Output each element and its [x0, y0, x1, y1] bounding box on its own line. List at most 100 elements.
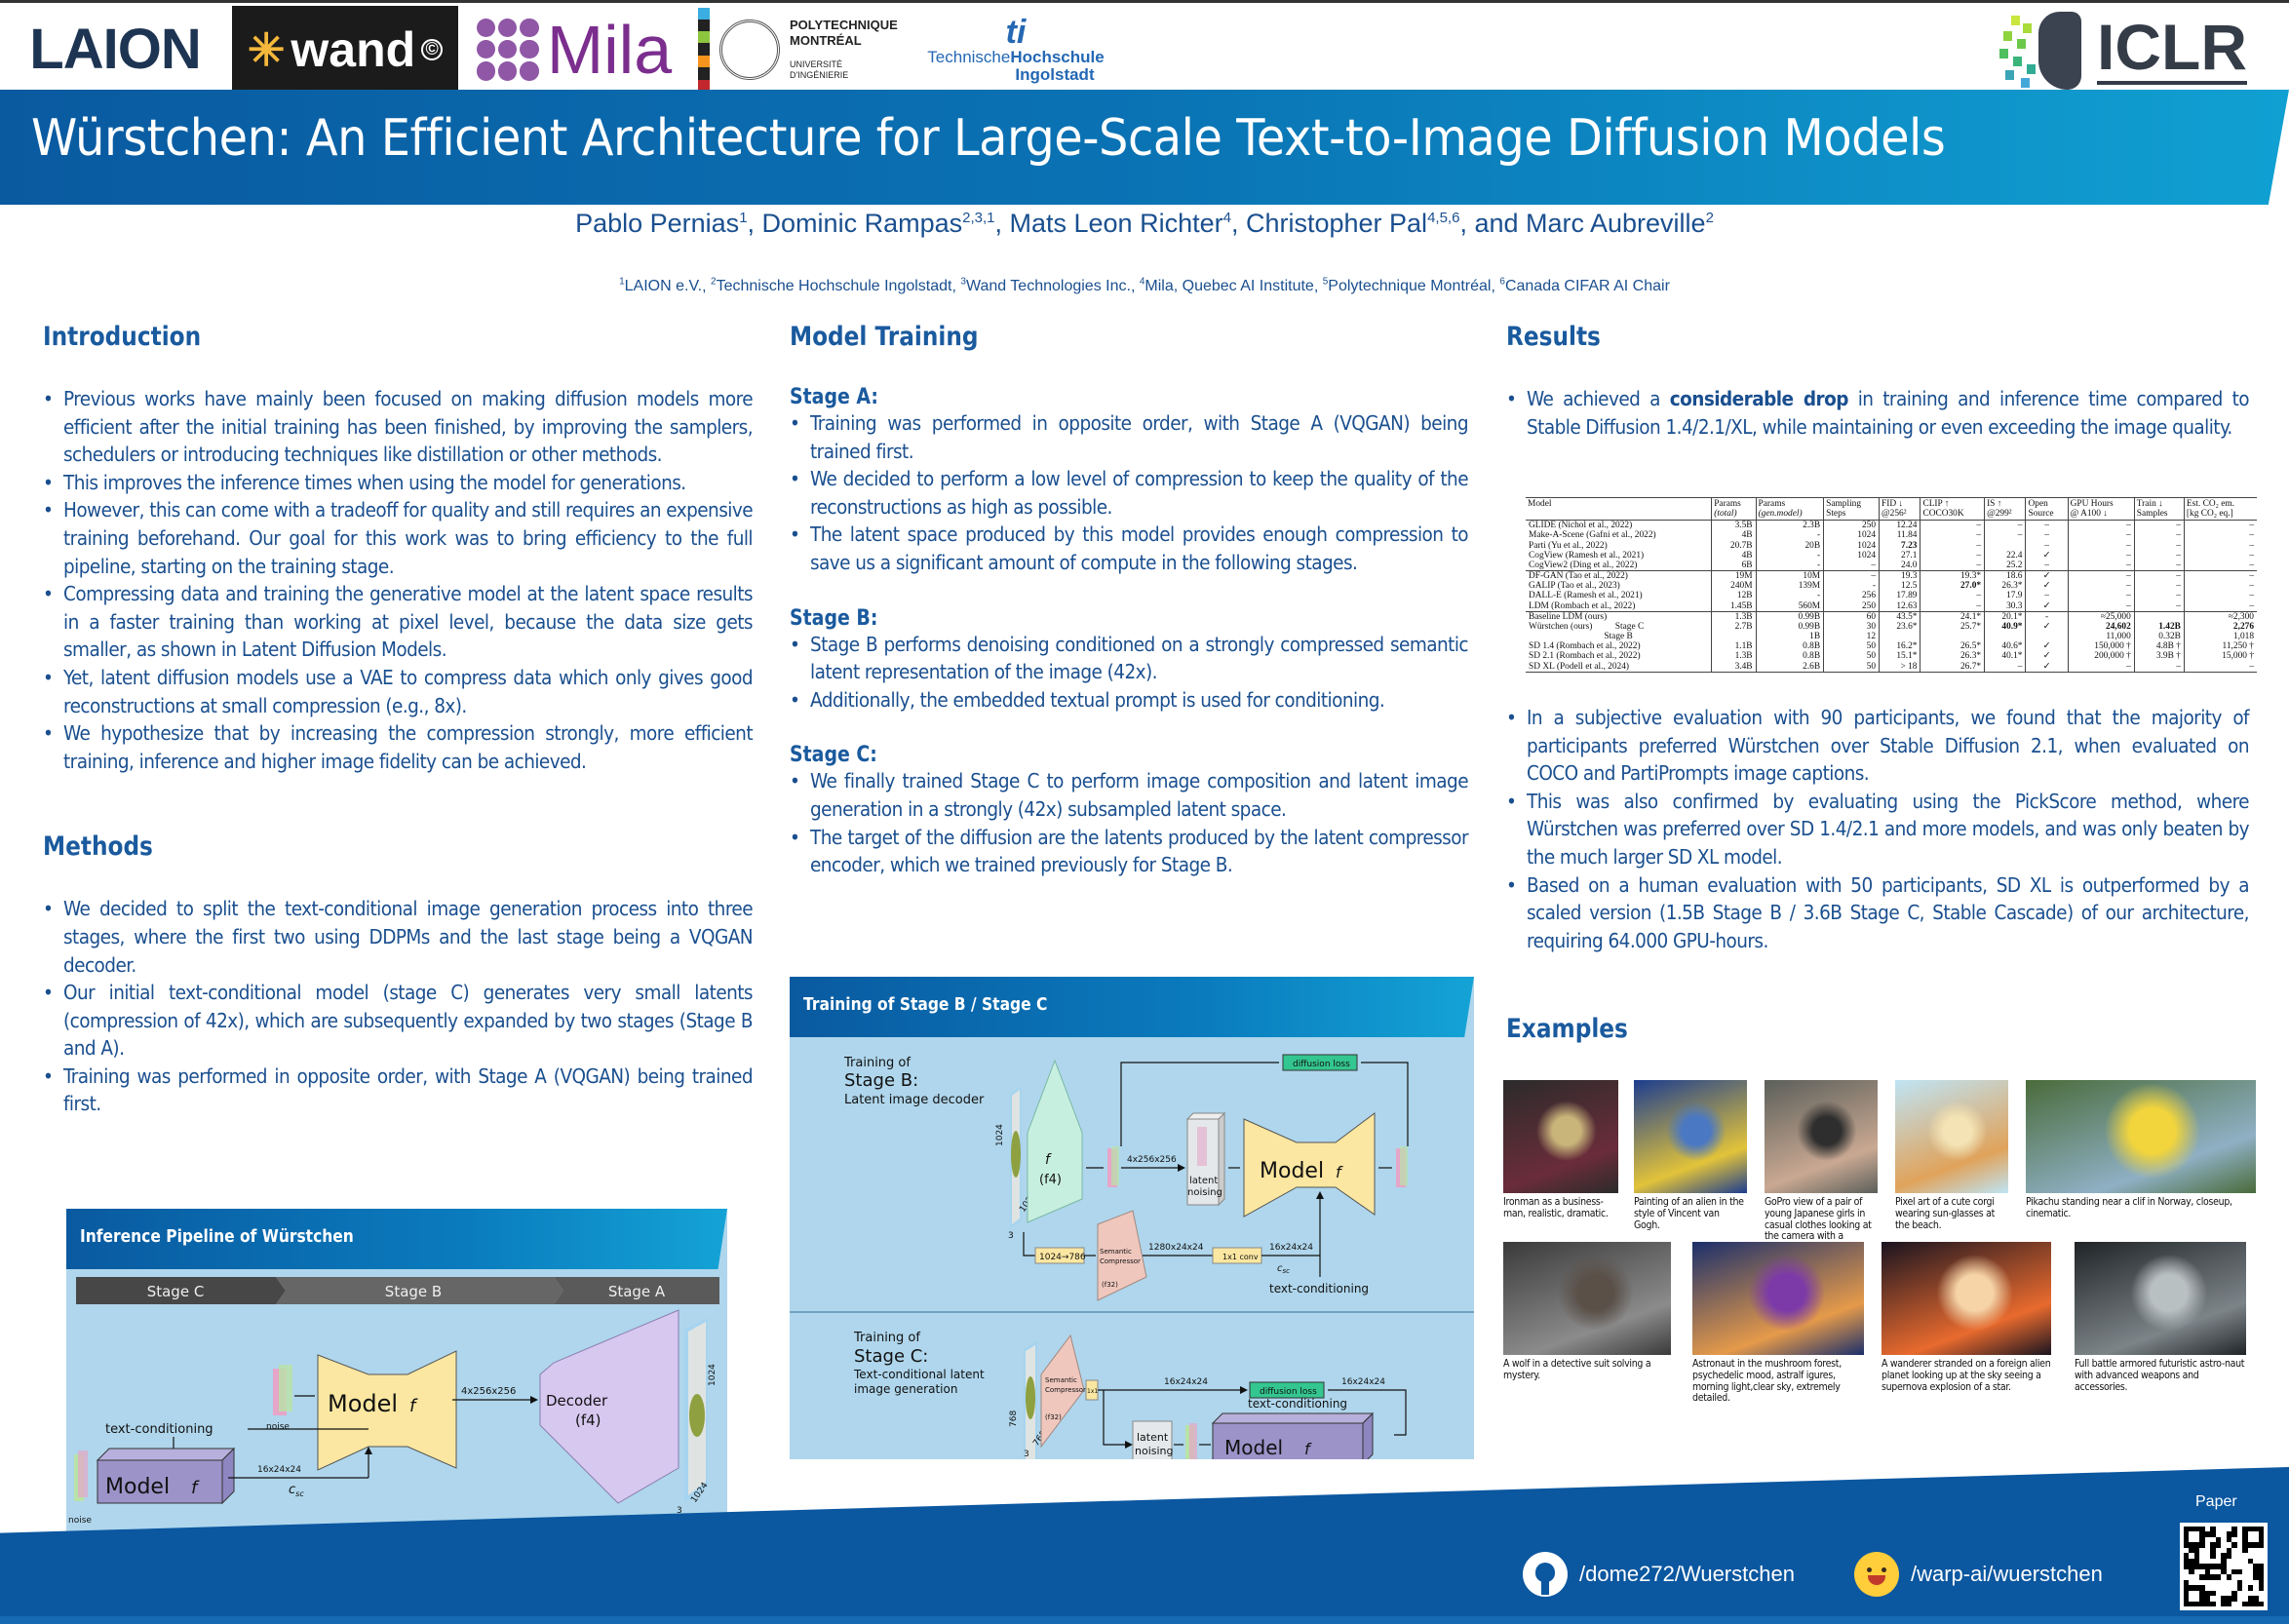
svg-text:Training of: Training of [853, 1331, 920, 1345]
svg-text:(f32): (f32) [1102, 1281, 1118, 1289]
svg-text:latent: latent [1189, 1176, 1218, 1186]
stage-b-list: Stage B performs denoising conditioned o… [790, 631, 1469, 715]
list-item: We decided to split the text-conditional… [43, 895, 754, 979]
svg-text:diffusion loss: diffusion loss [1293, 1060, 1350, 1069]
results-bullets: In a subjective evaluation with 90 parti… [1506, 704, 2250, 954]
thi-mark-icon: ti [1005, 14, 1027, 52]
svg-text:noising: noising [1135, 1445, 1174, 1457]
training-figure: Training of Stage B / Stage C Training o… [790, 977, 1474, 1478]
svg-text:Decoder: Decoder [546, 1392, 608, 1410]
list-item: The target of the diffusion are the late… [790, 824, 1469, 879]
svg-text:Stage C: Stage C [147, 1283, 205, 1300]
example-image [1634, 1080, 1747, 1193]
stage-b-model-shape [1243, 1112, 1376, 1218]
methods-heading: Methods [43, 831, 153, 863]
column-header: GPU Hours@ A100 ↓ [2067, 496, 2135, 522]
svg-text:text-conditioning: text-conditioning [1269, 1282, 1369, 1295]
paper-qr-code[interactable] [2180, 1523, 2268, 1610]
example-caption: Ironman as a business-man, realistic, dr… [1503, 1196, 1609, 1219]
logo-bar: LAION ✳ wand © Mila POLYTECHNIQUE MONTRÉ… [0, 0, 2289, 93]
table-row: CogView2 (Ding et al., 2022)6B-–24.0–25.… [1526, 560, 2257, 571]
figure-header: Training of Stage B / Stage C [790, 977, 1474, 1037]
qr-label: Paper [2195, 1493, 2237, 1510]
results-list: In a subjective evaluation with 90 parti… [1506, 704, 2250, 954]
huggingface-link[interactable]: /warp-ai/wuerstchen [1854, 1552, 2103, 1597]
svg-text:768: 768 [1009, 1411, 1019, 1427]
svg-text:16x24x24: 16x24x24 [1269, 1243, 1313, 1253]
svg-text:1280x24x24: 1280x24x24 [1148, 1243, 1204, 1253]
example-caption: Painting of an alien in the style of Vin… [1634, 1196, 1744, 1231]
iclr-pixel-head-icon [1994, 10, 2081, 90]
wand-logo: ✳ wand © [232, 6, 458, 93]
svg-text:text-conditioning: text-conditioning [1248, 1397, 1347, 1411]
affiliation: 3Wand Technologies Inc. [960, 277, 1131, 295]
svg-text:noise: noise [68, 1516, 92, 1526]
semantic-compressor-shape [1040, 1334, 1085, 1449]
column-right: Results We achieved a considerable drop … [1506, 322, 2250, 441]
svg-text:16x24x24: 16x24x24 [1164, 1377, 1208, 1387]
latent-tensor-icon [1107, 1146, 1119, 1187]
list-item: Our initial text-conditional model (stag… [43, 979, 754, 1063]
svg-text:text-conditioning: text-conditioning [105, 1422, 213, 1437]
author-name: Pablo Pernias1 [575, 209, 748, 238]
stage-progress-bar: Stage C Stage B Stage A [76, 1277, 719, 1304]
svg-text:f: f [191, 1478, 200, 1498]
example-image [2026, 1080, 2256, 1193]
svg-text:Model: Model [1260, 1159, 1324, 1183]
affiliation: 5Polytechnique Montréal [1322, 277, 1492, 295]
wand-spark-icon: ✳ [247, 23, 286, 75]
svg-text:1x1 conv: 1x1 conv [1222, 1253, 1259, 1261]
thi-logo: ti TechnischeHochschule Ingolstadt [927, 14, 1105, 84]
svg-text:(f4): (f4) [1039, 1173, 1062, 1187]
introduction-list: Previous works have mainly been focused … [43, 385, 754, 775]
stage-c-list: We finally trained Stage C to perform im… [790, 767, 1469, 879]
column-header: Model [1526, 496, 1712, 522]
output-image-icon [684, 1318, 708, 1503]
svg-text:Compressor: Compressor [1100, 1257, 1141, 1265]
table-row: Make-A-Scene (Gafni et al., 2022)4B-1024… [1526, 530, 2257, 541]
latent-tensor-icon [1185, 1423, 1197, 1464]
column-header: Params(total) [1711, 496, 1757, 522]
column-header: FID ↓@256² [1879, 496, 1920, 522]
svg-text:16x24x24: 16x24x24 [257, 1465, 301, 1475]
svg-text:Stage B:: Stage B: [844, 1070, 918, 1091]
list-item: This improves the inference times when u… [43, 469, 753, 497]
example-image [1882, 1242, 2051, 1355]
svg-text:csc: csc [289, 1483, 304, 1498]
semantic-compressor-shape [1097, 1210, 1147, 1301]
affiliation: 6Canada CIFAR AI Chair [1499, 277, 1670, 295]
column-header: Params(gen.model) [1755, 496, 1824, 522]
svg-text:4x256x256: 4x256x256 [1127, 1155, 1177, 1165]
github-link[interactable]: /dome272/Wuerstchen [1523, 1552, 1795, 1597]
svg-text:Semantic: Semantic [1045, 1376, 1077, 1384]
svg-text:Stage B: Stage B [385, 1283, 442, 1300]
author-list: Pablo Pernias1, Dominic Rampas2,3,1, Mat… [575, 209, 1714, 238]
list-item: Yet, latent diffusion models use a VAE t… [43, 664, 754, 719]
example-image [1765, 1080, 1878, 1193]
mila-logo: Mila [466, 6, 682, 93]
list-item: Training was performed in opposite order… [790, 409, 1469, 465]
list-item: We achieved a considerable drop in train… [1506, 385, 2250, 441]
author-name: Dominic Rampas2,3,1 [761, 209, 995, 238]
laion-logo: LAION [29, 18, 201, 81]
svg-text:1024→786: 1024→786 [1039, 1253, 1086, 1262]
example-caption: Pikachu standing near a clif in Norway, … [2026, 1196, 2232, 1219]
svg-text:noising: noising [1187, 1187, 1222, 1198]
svg-text:f: f [409, 1396, 418, 1416]
example-image [1895, 1080, 2008, 1193]
list-item: We finally trained Stage C to perform im… [790, 767, 1469, 823]
svg-text:3: 3 [1024, 1450, 1029, 1459]
example-caption: Pixel art of a cute corgi wearing sun-gl… [1895, 1196, 1996, 1231]
list-item: Additionally, the embedded textual promp… [790, 686, 1468, 715]
svg-text:csc: csc [1277, 1263, 1290, 1275]
list-item: This was also confirmed by evaluating us… [1506, 788, 2250, 871]
svg-text:diffusion loss: diffusion loss [1260, 1387, 1317, 1397]
github-icon [1523, 1552, 1568, 1597]
list-item: We decided to perform a low level of com… [790, 465, 1469, 521]
svg-text:noise: noise [266, 1422, 290, 1432]
stage-c-model-shape [97, 1459, 223, 1504]
